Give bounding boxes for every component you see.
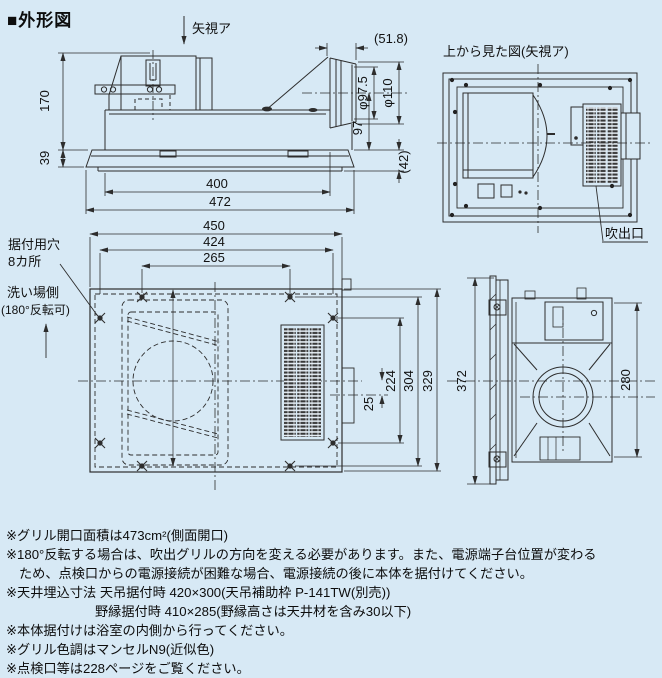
right-view-centerlines xyxy=(447,310,655,452)
dim-170: 170 xyxy=(37,90,52,112)
top-view-grille xyxy=(570,103,622,187)
side-view-body xyxy=(104,106,353,150)
dim-51-8: (51.8) xyxy=(374,31,408,46)
dim-472: 472 xyxy=(209,194,231,209)
dim-224: 224 xyxy=(383,370,398,392)
dim-450: 450 xyxy=(203,218,225,233)
top-view-motor-box xyxy=(462,92,534,199)
right-view-panel xyxy=(488,275,509,485)
dim-304: 304 xyxy=(401,370,416,392)
outlet-leader xyxy=(595,185,648,243)
note-line: ※グリル色調はマンセルN9(近似色) xyxy=(6,642,215,657)
top-view-centerlines xyxy=(437,64,650,233)
dim-280: 280 xyxy=(618,369,633,391)
top-view-screws xyxy=(449,77,633,218)
right-view-dimensions xyxy=(467,277,642,485)
side-view xyxy=(58,16,410,214)
right-view-body xyxy=(511,287,613,463)
side-view-dimensions xyxy=(58,43,404,214)
bottom-view-dimensions xyxy=(89,231,441,472)
page-title: ■外形図 xyxy=(7,11,73,30)
bottom-view-body-hidden xyxy=(121,299,229,466)
dim-400: 400 xyxy=(206,176,228,191)
note-line: 野縁据付時 410×285(野縁高さは天井材を含み30以下) xyxy=(95,604,412,619)
dim-372: 372 xyxy=(454,370,469,392)
dim-phi110: φ110 xyxy=(380,78,395,107)
view-direction-label: 矢視ア xyxy=(192,21,231,36)
side-view-motor-box xyxy=(94,50,213,120)
dim-329: 329 xyxy=(420,370,435,392)
washing-side-label-2: (180°反転可) xyxy=(1,303,70,317)
mounting-holes-label-1: 据付用穴 xyxy=(8,237,60,252)
dim-39: 39 xyxy=(37,151,52,165)
bottom-view xyxy=(43,231,441,492)
bottom-view-grille xyxy=(280,324,325,441)
top-view xyxy=(437,64,650,243)
dim-424: 424 xyxy=(203,234,225,249)
note-line: ※点検口等は228ページをご覧ください。 xyxy=(6,661,250,676)
top-view-duct-stub xyxy=(620,112,641,160)
note-line: ※180°反転する場合は、吹出グリルの方向を変える必要があります。また、電源端子… xyxy=(6,547,597,562)
right-side-view xyxy=(447,275,655,485)
dim-97: 97 xyxy=(350,121,365,135)
mounting-holes-label-2: 8カ所 xyxy=(8,254,41,269)
top-view-title: 上から見た図(矢視ア) xyxy=(443,44,569,59)
dim-25: 25 xyxy=(361,397,376,411)
note-line: ※グリル開口面積は473cm²(側面開口) xyxy=(6,528,229,543)
footnotes: ※グリル開口面積は473cm²(側面開口) ※180°反転する場合は、吹出グリル… xyxy=(6,526,658,678)
top-view-fan-scroll xyxy=(532,94,555,178)
bottom-view-labels-leaders xyxy=(43,263,98,358)
side-view-flange xyxy=(85,149,355,172)
outlet-label: 吹出口 xyxy=(605,226,644,241)
note-line: ※天井埋込寸法 天吊据付時 420×300(天吊補助枠 P-141TW(別売)) xyxy=(6,585,391,600)
bottom-view-panel xyxy=(89,278,355,473)
dim-phi97-5: φ97.5 xyxy=(355,76,370,110)
dim-265: 265 xyxy=(203,250,225,265)
washing-side-label-1: 洗い場側 xyxy=(7,285,59,300)
side-view-duct xyxy=(265,56,410,129)
dim-42: (42) xyxy=(396,150,411,173)
note-line: ※本体据付けは浴室の内側から行ってください。 xyxy=(6,623,293,638)
note-line: ため、点検口からの電源接続が困難な場合、電源接続の後に本体を据付けてください。 xyxy=(19,566,533,581)
